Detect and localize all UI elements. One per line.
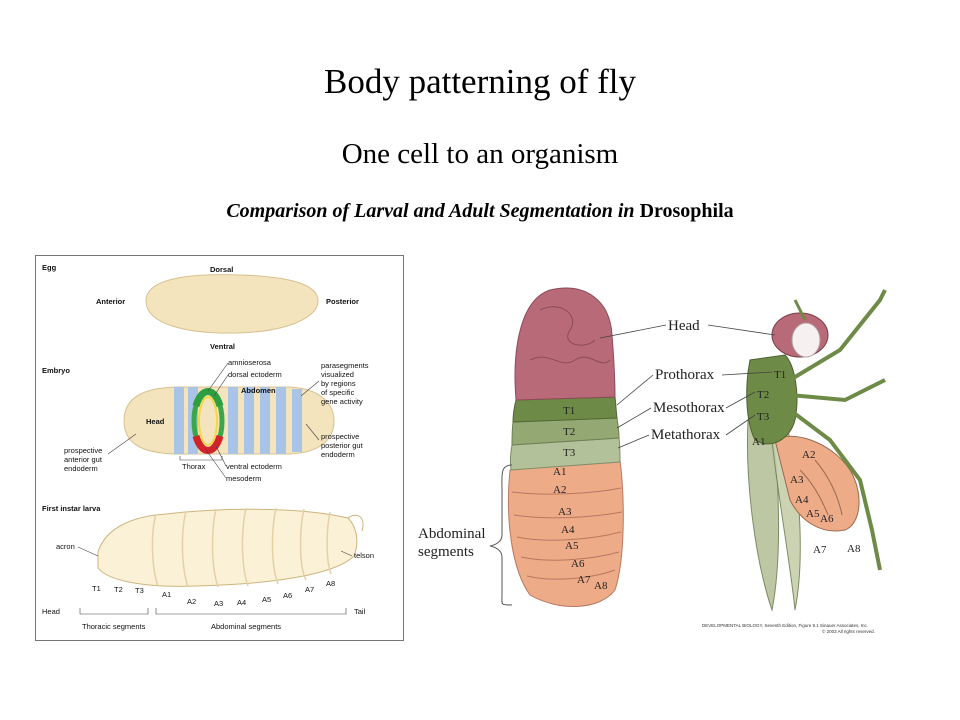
- amnioserosa-label: amnioserosa: [228, 358, 272, 367]
- svg-text:A6: A6: [283, 591, 292, 600]
- posterior-gut-label: prospective posterior gut endoderm: [321, 432, 364, 459]
- svg-text:A3: A3: [558, 506, 572, 518]
- dorsal-ectoderm-label: dorsal ectoderm: [228, 370, 282, 379]
- svg-text:T2: T2: [563, 426, 575, 438]
- larva-heading: First instar larva: [42, 504, 101, 513]
- svg-text:A4: A4: [561, 524, 575, 536]
- svg-text:A8: A8: [326, 579, 335, 588]
- svg-text:T1: T1: [774, 369, 786, 381]
- mesothorax-label: Mesothorax: [653, 400, 725, 416]
- adult-fly-segment-labels: T1 T2 T3 A1 A2 A3 A4 A5 A6 A7 A8: [752, 369, 861, 556]
- embryo-heading: Embryo: [42, 366, 70, 375]
- svg-text:endoderm: endoderm: [321, 450, 355, 459]
- svg-text:anterior gut: anterior gut: [64, 455, 103, 464]
- svg-text:A5: A5: [262, 595, 271, 604]
- thorax-label: Thorax: [182, 462, 206, 471]
- slide-subtitle: One cell to an organism: [341, 138, 619, 170]
- embryo-development-panel: Egg Dorsal Anterior Posterior Ventral Em…: [35, 255, 404, 641]
- svg-text:posterior gut: posterior gut: [321, 441, 364, 450]
- metathorax-label: Metathorax: [651, 427, 721, 443]
- svg-text:A6: A6: [571, 558, 585, 570]
- ventral-ectoderm-label: ventral ectoderm: [226, 462, 282, 471]
- svg-text:A8: A8: [847, 543, 861, 555]
- anterior-gut-label: prospective anterior gut endoderm: [64, 446, 103, 473]
- svg-text:A2: A2: [553, 484, 566, 496]
- svg-text:prospective: prospective: [321, 432, 359, 441]
- svg-text:A1: A1: [162, 590, 171, 599]
- embryo-head-label: Head: [146, 417, 165, 426]
- larva-body: [97, 507, 364, 588]
- egg-heading: Egg: [42, 263, 57, 272]
- egg-shape: [145, 274, 319, 334]
- head-label: Head: [668, 318, 700, 334]
- larva-adult-comparison: T1 T2 T3 A1 A2 A3 A4 A5 A6 A7 A8 T1 T2 T…: [418, 287, 887, 634]
- adult-fly-figure: [746, 289, 887, 612]
- egg-dorsal-label: Dorsal: [210, 265, 233, 274]
- larva-figure-segment-labels: T1 T2 T3 A1 A2 A3 A4 A5 A6 A7 A8: [553, 405, 608, 592]
- abdominal-segments-bracket-label: Abdominal segments: [418, 526, 486, 560]
- svg-text:A2: A2: [187, 597, 196, 606]
- larva-figure: [507, 287, 624, 607]
- svg-text:gene activity: gene activity: [321, 397, 363, 406]
- egg-ventral-label: Ventral: [210, 342, 235, 351]
- svg-text:parasegments: parasegments: [321, 361, 369, 370]
- larva-head-label: Head: [42, 607, 60, 616]
- slide-title: Body patterning of fly: [323, 62, 637, 101]
- svg-text:prospective: prospective: [64, 446, 102, 455]
- svg-text:A3: A3: [214, 599, 223, 608]
- svg-text:T3: T3: [757, 411, 770, 423]
- svg-text:of specific: of specific: [321, 388, 355, 397]
- thoracic-segments-label: Thoracic segments: [82, 622, 146, 631]
- svg-text:A7: A7: [305, 585, 314, 594]
- figure-caption: Comparison of Larval and Adult Segmentat…: [0, 200, 960, 223]
- embryo-abdomen-label: Abdomen: [241, 386, 276, 395]
- svg-text:A5: A5: [565, 540, 579, 552]
- svg-text:A2: A2: [802, 449, 815, 461]
- mesoderm-label: mesoderm: [226, 474, 261, 483]
- svg-text:A4: A4: [237, 598, 246, 607]
- svg-text:A4: A4: [795, 494, 809, 506]
- svg-text:A3: A3: [790, 474, 804, 486]
- svg-text:segments: segments: [418, 544, 474, 560]
- telson-label: telson: [354, 551, 374, 560]
- svg-text:A6: A6: [820, 513, 834, 525]
- svg-text:A1: A1: [752, 436, 765, 448]
- egg-posterior-label: Posterior: [326, 297, 359, 306]
- svg-text:by regions: by regions: [321, 379, 356, 388]
- embryo-shape: [123, 386, 335, 455]
- svg-text:A1: A1: [553, 466, 566, 478]
- svg-text:endoderm: endoderm: [64, 464, 98, 473]
- abdominal-segments-label: Abdominal segments: [211, 622, 281, 631]
- prothorax-label: Prothorax: [655, 367, 715, 383]
- svg-text:visualized: visualized: [321, 370, 354, 379]
- svg-text:T1: T1: [92, 584, 101, 593]
- svg-text:A7: A7: [813, 544, 827, 556]
- svg-text:Abdominal: Abdominal: [418, 526, 486, 542]
- svg-text:T1: T1: [563, 405, 575, 417]
- svg-text:A8: A8: [594, 580, 608, 592]
- svg-text:A7: A7: [577, 574, 591, 586]
- svg-text:A5: A5: [806, 508, 820, 520]
- parasegments-label: parasegments visualized by regions of sp…: [321, 361, 369, 406]
- caption-italic: Comparison of Larval and Adult Segmentat…: [226, 200, 640, 222]
- svg-text:T2: T2: [114, 585, 123, 594]
- egg-anterior-label: Anterior: [96, 297, 125, 306]
- svg-text:T3: T3: [563, 447, 576, 459]
- svg-text:T2: T2: [757, 389, 769, 401]
- publisher-credit: DEVELOPMENTAL BIOLOGY, Seventh Edition, …: [702, 623, 875, 634]
- svg-text:T3: T3: [135, 586, 144, 595]
- svg-text:DEVELOPMENTAL BIOLOGY, Seventh: DEVELOPMENTAL BIOLOGY, Seventh Edition, …: [702, 623, 868, 628]
- larva-segment-labels: T1 T2 T3 A1 A2 A3 A4 A5 A6 A7 A8: [92, 579, 335, 608]
- larva-tail-label: Tail: [354, 607, 366, 616]
- embryo-diagram: Egg Dorsal Anterior Posterior Ventral Em…: [42, 263, 374, 631]
- caption-species: Drosophila: [639, 200, 734, 222]
- svg-text:© 2003 All rights reserved.: © 2003 All rights reserved.: [822, 628, 875, 634]
- acron-label: acron: [56, 542, 75, 551]
